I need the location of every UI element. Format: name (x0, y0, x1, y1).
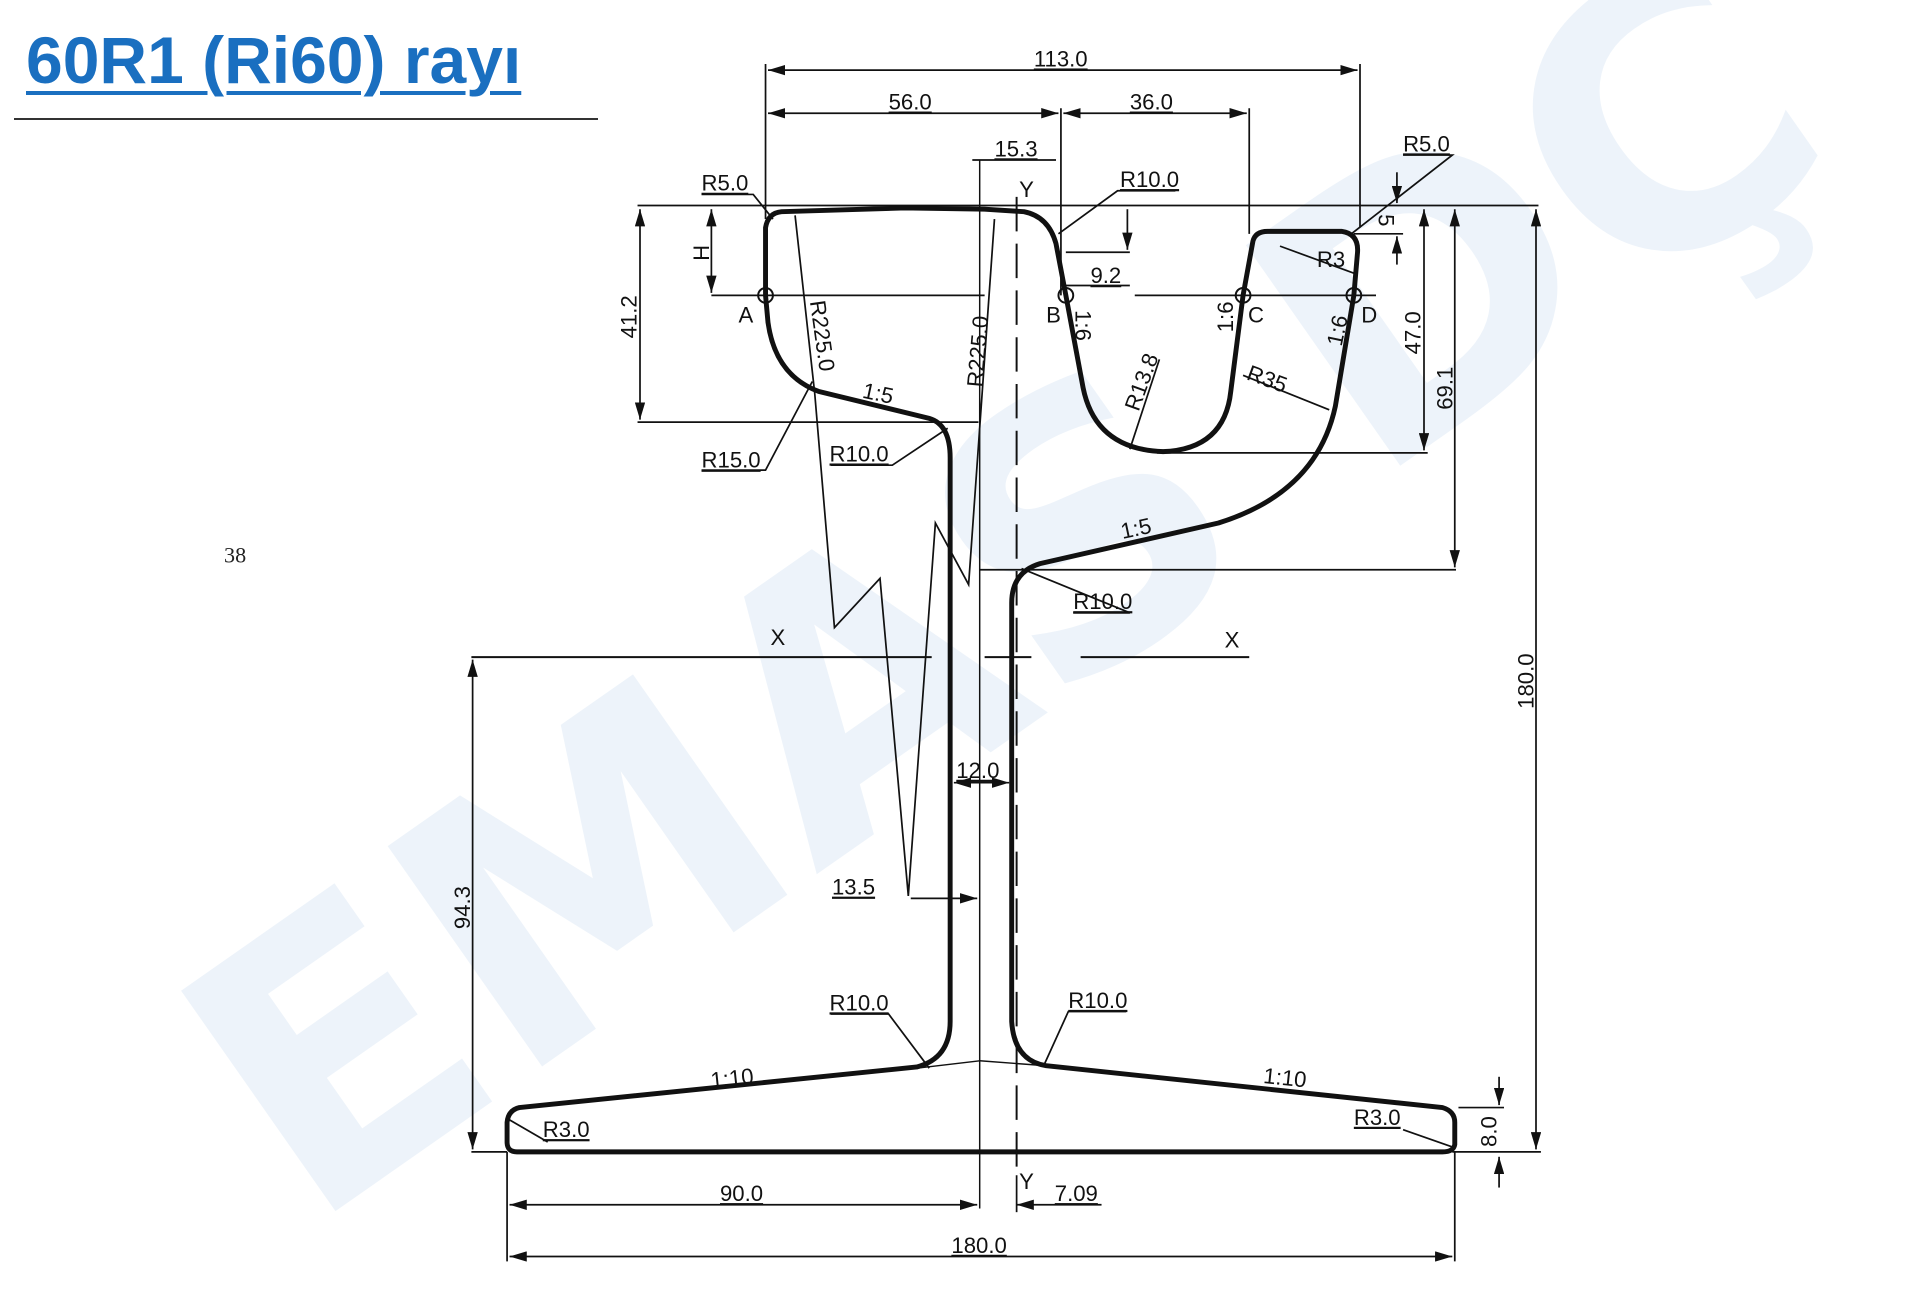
r225-leader (794, 215, 996, 896)
title-divider (14, 118, 598, 120)
dim-label: 90.0 (720, 1181, 763, 1206)
dim-label: 1:6 (1071, 310, 1096, 341)
dim-label: R15.0 (702, 448, 761, 473)
axis-label: X (1225, 627, 1240, 652)
dim-label: H (689, 245, 714, 261)
dim-label: 113.0 (1034, 46, 1088, 71)
dim-label: 41.2 (616, 295, 641, 338)
dim-label: 1:5 (860, 378, 895, 409)
dim-label: 180.0 (1514, 653, 1539, 708)
dim-label: 8.0 (1477, 1116, 1502, 1147)
page-title: 60R1 (Ri60) rayı (26, 23, 522, 97)
dim-label: R5.0 (1403, 131, 1450, 156)
dim-label: R3.0 (1354, 1105, 1401, 1130)
dimension-lines (467, 63, 1542, 1262)
dim-label: 94.3 (450, 886, 475, 929)
dim-label: 180.0 (951, 1233, 1006, 1258)
point-label: C (1248, 302, 1264, 327)
foot-slope-guide (979, 1060, 1047, 1067)
dim-label: 47.0 (1400, 311, 1425, 354)
dim-label: R10.0 (1073, 589, 1132, 614)
dim-label: 7.09 (1055, 1181, 1098, 1206)
axis-label: Y (1019, 1169, 1034, 1194)
point-label: D (1361, 302, 1377, 327)
dim-label: R10.0 (830, 441, 889, 466)
dim-label: R225.0 (805, 299, 840, 373)
dim-label: 36.0 (1130, 90, 1173, 115)
dim-label: 1:5 (1118, 513, 1153, 544)
dim-label: R10.0 (1068, 988, 1127, 1013)
dim-label: R3 (1317, 247, 1345, 272)
dim-label: 69.1 (1432, 367, 1457, 410)
axis-label: Y (1019, 177, 1034, 202)
gauge-points (757, 286, 1363, 304)
dim-label: 9.2 (1090, 263, 1121, 288)
dim-label: 1:10 (1262, 1063, 1307, 1092)
watermark: EMAS DÇ (112, 0, 1896, 1302)
point-label: B (1046, 302, 1061, 327)
dim-label: R225.0 (962, 315, 993, 388)
dim-label: R10.0 (1120, 167, 1179, 192)
dim-label: 1:10 (709, 1063, 754, 1092)
point-label: A (738, 302, 753, 327)
dim-label: 1:6 (1322, 313, 1353, 348)
dim-label: 1:6 (1213, 301, 1238, 332)
dim-label: R3.0 (543, 1117, 590, 1142)
dim-label: 13.5 (832, 875, 875, 900)
dim-label: 5 (1373, 214, 1398, 226)
dim-label: 56.0 (889, 90, 932, 115)
dimension-labels: 113.0 56.0 36.0 15.3 R10.0 R5.0 R5.0 Y H… (224, 46, 1539, 1257)
axis-label: X (770, 625, 785, 650)
dim-label: 15.3 (994, 136, 1037, 161)
dim-label: R10.0 (830, 990, 889, 1015)
dim-label: 12.0 (956, 758, 999, 783)
dim-label: R5.0 (702, 171, 749, 196)
page-number: 38 (224, 542, 246, 567)
